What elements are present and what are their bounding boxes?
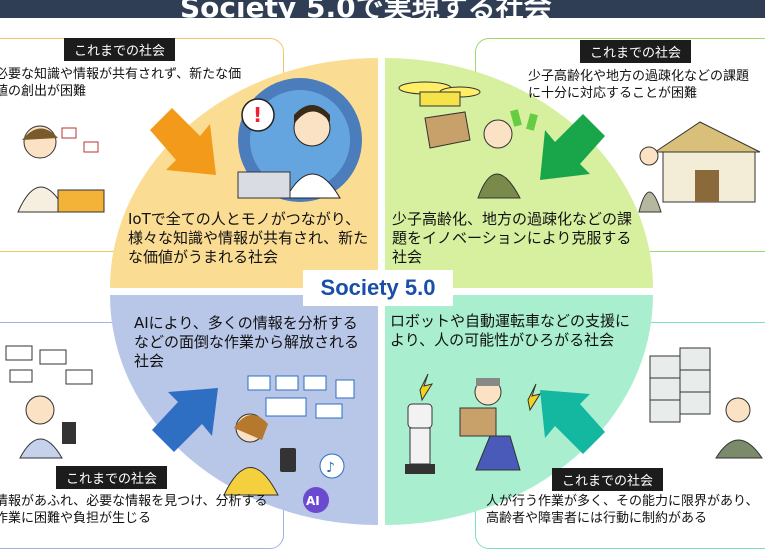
elderly-man-icon [477,109,538,199]
arrow-orange-icon [150,108,216,175]
svg-text:♪: ♪ [326,460,335,476]
rural-house-icon [638,121,761,213]
quadrant-robot-text: ロボットや自動運転車などの支援により、人の可能性がひろがる社会 [390,312,631,349]
music-note-icon: ♪ [319,453,345,479]
corner-text-top-left: 必要な知識や情報が共有されず、新たな価値の創出が困難 [0,67,242,99]
iot-person-laptop-icon: ! [237,78,362,202]
corner-tag-bottom-left: これまでの社会 [56,466,168,489]
confused-man-laptop-icon [17,125,105,213]
corner-tag-top-left: これまでの社会 [64,38,176,61]
corner-text-top-right: 少子高齢化や地方の過疎化などの課題に十分に対応することが困難 [528,69,750,101]
quadrant-ai-bg [110,295,378,525]
heavy-boxes-worker-icon [649,347,763,459]
arrow-green-icon [540,114,605,180]
quadrant-aging-text: 少子高齢化、地方の過疎化などの課題をイノベーションにより克服する社会 [392,210,633,266]
page-title: Society 5.0で実現する社会 [180,0,552,18]
quadrant-iot-text: IoTで全ての人とモノがつながり、様々な知識や情報が共有され、新たな価値がうまれ… [128,210,369,266]
corner-tag-bottom-right: これまでの社会 [552,468,664,491]
quadrant-robot-bg [385,295,653,525]
robot-assist-icon [405,373,435,474]
corner-text-bottom-left: 情報があふれ、必要な情報を見つけ、分析する作業に困難や負担が生じる [0,494,268,526]
header-bar: Society 5.0で実現する社会 [0,0,765,18]
corner-text-bottom-right: 人が行う作業が多く、その能力に限界があり、高齢者や障害者には行動に制約がある [486,494,759,526]
svg-text:!: ! [253,103,262,127]
information-overload-icon [5,345,93,459]
ai-screens-icon [247,375,355,419]
quadrant-ai-text: AIにより、多くの情報を分析するなどの面倒な作業から解放される社会 [134,314,360,370]
society-5-0-label: Society 5.0 [303,270,453,306]
ai-badge-text: AI [306,494,320,508]
arrow-blue-icon [152,388,218,452]
drone-delivery-icon [398,81,481,149]
worker-carrying-box-icon [459,378,542,471]
society-disc: ! ♪ AI [110,58,653,525]
arrow-teal-icon [540,390,605,454]
corner-tag-top-right: これまでの社会 [580,40,692,63]
ai-badge-icon: AI [303,487,329,513]
woman-with-phone-icon [223,413,296,496]
